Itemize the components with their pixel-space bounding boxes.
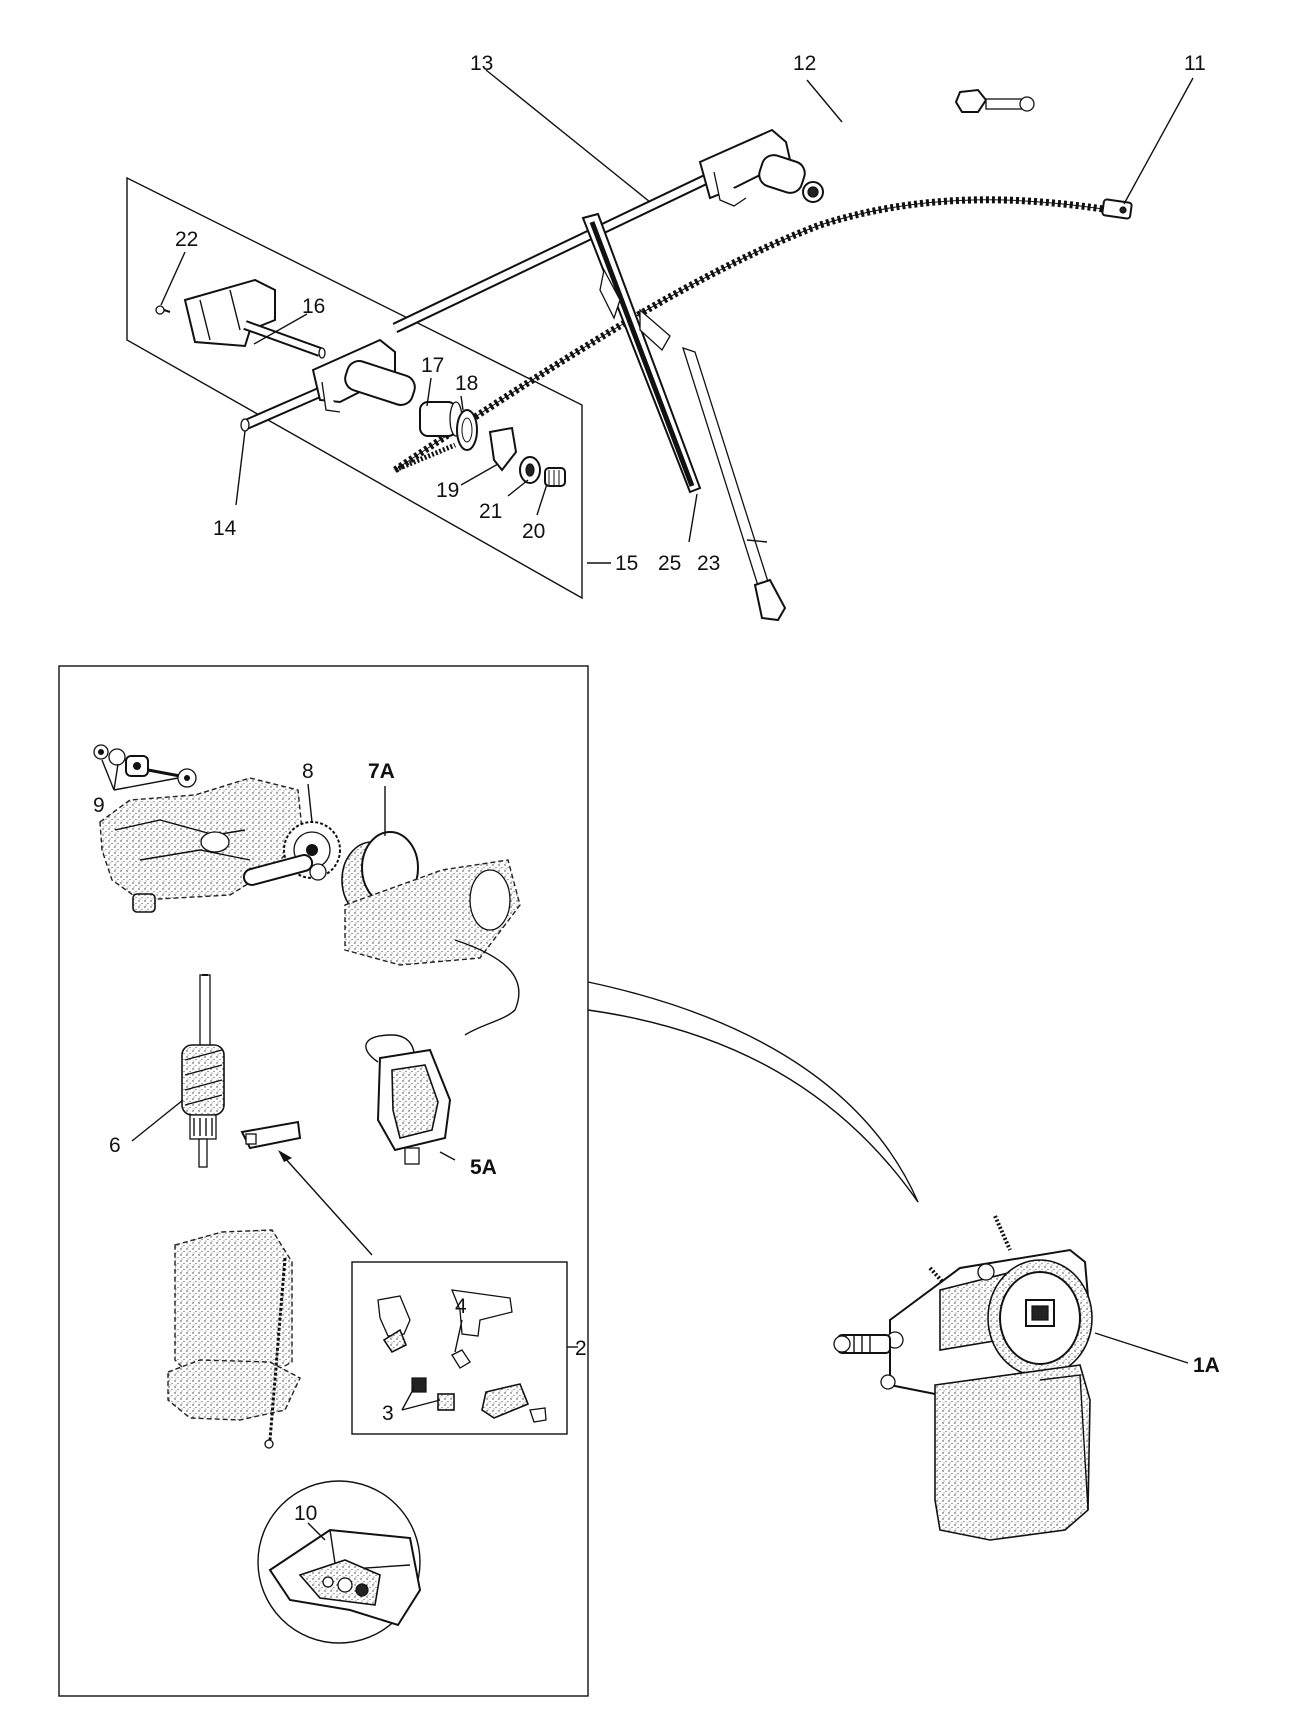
terminal-cover-10 [268, 1528, 422, 1627]
brush-gear-5a [365, 1034, 452, 1165]
callout-6: 6 [109, 1134, 121, 1157]
gear-8 [242, 821, 341, 886]
wheelbox-backplate-16 [183, 278, 326, 359]
screw-22 [155, 305, 171, 315]
nut-20 [544, 467, 566, 487]
connector-curve-upper [587, 981, 919, 1203]
spindle-bush-17 [419, 401, 463, 437]
callout-22: 22 [175, 228, 198, 251]
callout-23: 23 [697, 552, 720, 575]
yoke-base [167, 1359, 301, 1421]
callout-16: 16 [302, 295, 325, 318]
brush-kit-box [351, 1261, 568, 1435]
wheelbox-right [698, 128, 824, 207]
casing-nut [954, 88, 1035, 113]
wheelbox-left [311, 338, 416, 413]
callout-18: 18 [455, 372, 478, 395]
callout-15: 15 [615, 552, 638, 575]
callout-7a: 7A [368, 760, 395, 783]
motor-lead [454, 939, 520, 1036]
callout-17: 17 [421, 354, 444, 377]
motor-exploded-box [58, 665, 589, 1697]
washer-18 [456, 409, 478, 451]
nuts-washers-9 [93, 744, 197, 788]
outer-casing-12 [789, 99, 961, 141]
callout-13: 13 [470, 52, 493, 75]
brush-kit-parts [377, 1289, 547, 1423]
connector-curve-lower [587, 1009, 919, 1203]
kit-pointer-line [283, 1156, 373, 1256]
wiper-arm-23 [681, 346, 787, 622]
housing-nut [132, 893, 156, 913]
armature-6 [181, 974, 225, 1168]
callout-19: 19 [436, 479, 459, 502]
callout-2: 2 [575, 1337, 587, 1360]
callout-1a: 1A [1193, 1354, 1220, 1377]
spacer-19 [488, 426, 518, 472]
through-bolt [268, 1257, 287, 1441]
callout-11: 11 [1184, 52, 1206, 75]
callout-21: 21 [479, 500, 502, 523]
callout-3: 3 [382, 1402, 394, 1425]
callout-10: 10 [294, 1502, 317, 1525]
spindle-thread [394, 442, 456, 473]
callout-8: 8 [302, 760, 314, 783]
wheelbox-panel-outline [126, 176, 583, 600]
callout-9: 9 [93, 794, 105, 817]
terminal-plate [240, 1120, 302, 1150]
callout-5a: 5A [470, 1156, 497, 1179]
wiper-motor-1a [833, 1215, 1093, 1541]
washer-21 [519, 456, 541, 484]
rack-cable-end [1101, 198, 1133, 220]
motor-yoke [174, 1229, 293, 1386]
callout-4: 4 [455, 1295, 467, 1318]
callout-12: 12 [793, 52, 816, 75]
callout-20: 20 [522, 520, 545, 543]
callout-14: 14 [213, 517, 237, 540]
callout-25: 25 [658, 552, 681, 575]
wiper-blade-25 [581, 212, 702, 494]
